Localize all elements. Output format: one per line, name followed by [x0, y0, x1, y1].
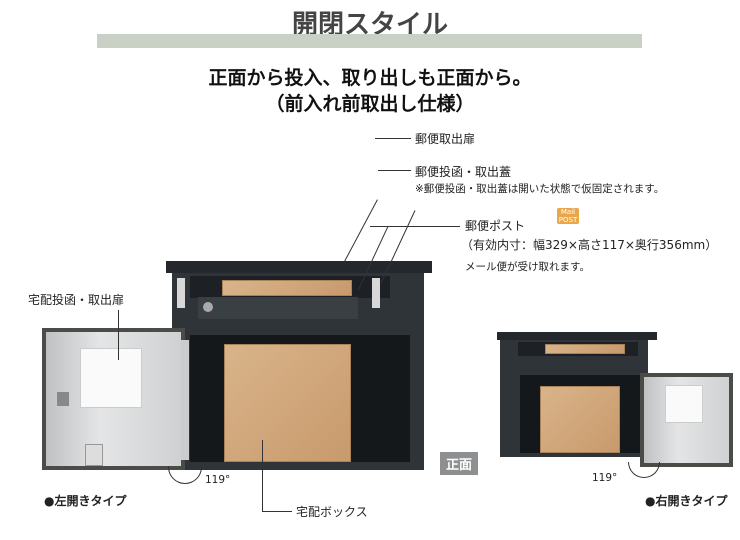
swing-angle-arc-left — [168, 466, 202, 484]
label-mail-door: 郵便取出扉 — [415, 132, 476, 146]
label-left-open-type: ●左開きタイプ — [44, 494, 127, 508]
title-underline-bar — [97, 34, 642, 48]
label-mail-post: 郵便ポスト — [465, 219, 526, 233]
subtitle-line-2: （前入れ前取出し仕様） — [265, 93, 475, 115]
front-badge: 正面 — [440, 452, 479, 475]
mail-post-logo: Mail POST — [557, 208, 579, 224]
label-parcel-door: 宅配投函・取出扉 — [28, 293, 125, 307]
label-mail-lid-note: ※郵便投函・取出蓋は開いた状態で仮固定されます。 — [415, 183, 665, 195]
label-parcel-box: 宅配ボックス — [296, 505, 368, 519]
label-right-open-type: ●右開きタイプ — [645, 494, 728, 508]
angle-right: 119° — [592, 472, 618, 484]
angle-left: 119° — [205, 474, 231, 486]
label-mail-post-dims: （有効内寸：幅329×高さ117×奥行356mm） — [461, 238, 718, 252]
subtitle-line-1: 正面から投入、取り出しも正面から。 — [208, 67, 532, 89]
label-mail-post-note: メール便が受け取れます。 — [465, 261, 590, 273]
label-mail-lid: 郵便投函・取出蓋 — [415, 165, 512, 179]
swing-angle-arc-right — [628, 462, 660, 478]
lock-icon — [203, 302, 213, 312]
